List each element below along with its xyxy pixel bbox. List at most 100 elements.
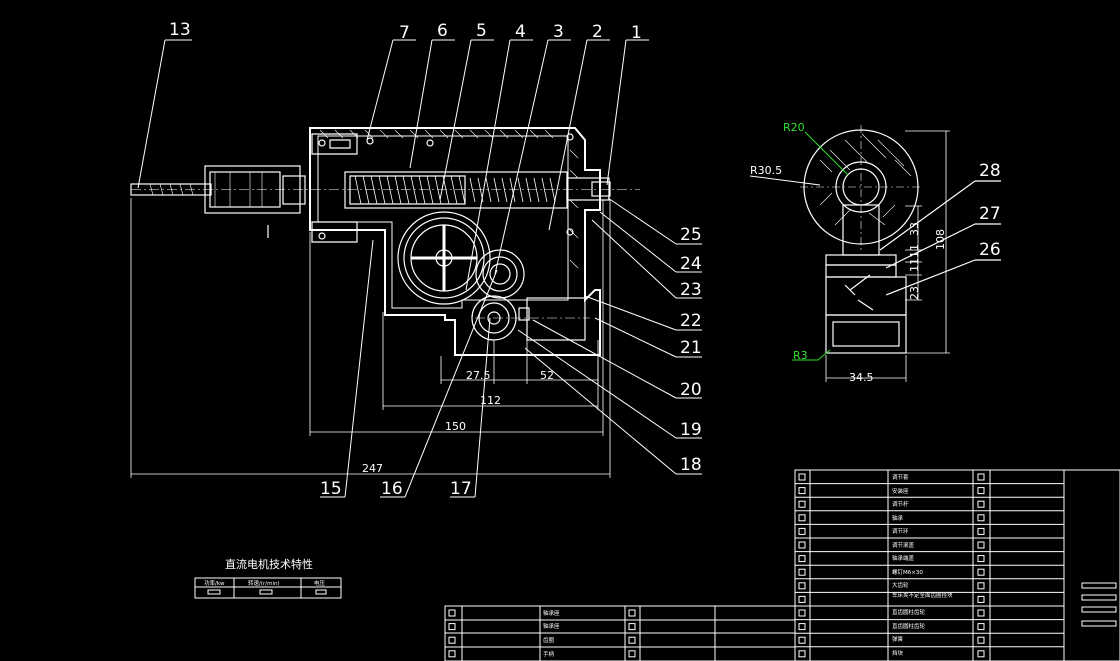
table-cell-mark <box>628 636 636 644</box>
leader-lines <box>137 39 702 498</box>
table-cell-mark <box>628 609 636 617</box>
table-cell-mark <box>977 636 985 644</box>
table-cell-mark <box>977 473 985 481</box>
table-cell-mark <box>798 541 806 549</box>
table-cell-mark <box>798 473 806 481</box>
part-row-6: 调节滚盖 <box>892 541 915 549</box>
bottom-row-4: 手柄 <box>543 650 555 658</box>
parts-list-right <box>794 469 1120 661</box>
parts-list-right-text: 调节套 安装座 调节杆 轴承 调节环 调节滚盖 轴承端盖 螺钉M6×30 大齿轮… <box>892 473 953 657</box>
dim-33: 33 <box>908 222 921 236</box>
table-cell-mark <box>977 623 985 631</box>
dim-11-b: 11 <box>908 258 921 272</box>
part-row-3: 调节杆 <box>892 500 909 508</box>
dim-150: 150 <box>445 420 466 433</box>
table-cell-mark <box>448 623 456 631</box>
table-cell-mark <box>448 636 456 644</box>
r30-leader <box>749 175 821 186</box>
radius-r20: R20 <box>783 121 805 134</box>
table-cell-mark <box>977 650 985 658</box>
table-cell-mark <box>448 650 456 658</box>
table-cell-mark <box>977 555 985 563</box>
dim-11-a: 11 <box>908 244 921 258</box>
table-cell-mark <box>798 487 806 495</box>
radius-r30-5: R30.5 <box>750 164 782 177</box>
table-cell-mark <box>798 582 806 590</box>
part-row-12: 直齿圆柱齿轮 <box>892 622 926 630</box>
part-row-13: 弹簧 <box>892 635 904 643</box>
motor-header-voltage: 电压 <box>314 579 326 587</box>
parts-list-bottom-text: 轴承座 轴承座 齿圈 手柄 <box>543 609 560 658</box>
callout-21: 21 <box>680 338 702 358</box>
callout-7: 7 <box>399 23 410 43</box>
callout-18: 18 <box>680 455 702 475</box>
callout-13: 13 <box>169 20 191 40</box>
table-cell-mark <box>798 636 806 644</box>
part-row-10: 车床夹不定全面齿圈挂块 <box>892 591 953 599</box>
callout-23: 23 <box>680 280 702 300</box>
screw-thread <box>354 175 556 205</box>
table-cell-mark <box>798 568 806 576</box>
table-cell-mark <box>977 595 985 603</box>
table-cell-mark <box>798 555 806 563</box>
callouts-right: 25 24 23 22 21 20 19 18 <box>680 225 702 475</box>
table-cell-mark <box>448 609 456 617</box>
dimension-lines <box>130 198 611 478</box>
dim-108: 108 <box>934 229 947 250</box>
parts-list-bottom <box>444 605 796 661</box>
callout-1: 1 <box>631 23 642 43</box>
motor-spec-table: 直流电机技术特性 功率/kw 转速/(r/min) 电压 <box>194 557 342 599</box>
part-row-14: 挡块 <box>892 649 904 657</box>
part-row-4: 轴承 <box>892 514 904 522</box>
table-cell-mark <box>977 514 985 522</box>
callout-27: 27 <box>979 204 1001 224</box>
side-view <box>800 125 1001 382</box>
motor-table-title: 直流电机技术特性 <box>225 557 313 571</box>
dim-34-5: 34.5 <box>849 371 874 384</box>
table-cell-mark <box>977 582 985 590</box>
table-cell-mark <box>628 650 636 658</box>
part-row-5: 调节环 <box>892 527 909 535</box>
table-cell-mark <box>798 514 806 522</box>
callout-20: 20 <box>680 380 702 400</box>
main-assembly <box>130 127 640 356</box>
callouts-top: 13 7 6 5 4 3 2 1 <box>169 20 642 43</box>
callout-4: 4 <box>515 22 526 42</box>
dim-247: 247 <box>362 462 383 475</box>
part-row-11: 直齿圆柱齿轮 <box>892 608 926 616</box>
dim-27-5: 27.5 <box>466 369 491 382</box>
callout-28: 28 <box>979 161 1001 181</box>
table-cell-mark <box>628 623 636 631</box>
title-block-marks <box>1081 582 1117 627</box>
table-cell-mark <box>977 500 985 508</box>
callout-15: 15 <box>320 479 342 499</box>
callout-19: 19 <box>680 420 702 440</box>
table-cell-mark <box>977 527 985 535</box>
table-cell-mark <box>798 609 806 617</box>
part-row-7: 轴承端盖 <box>892 554 915 562</box>
part-row-8: 螺钉M6×30 <box>892 568 923 576</box>
table-cell-mark <box>977 568 985 576</box>
callouts-bottom: 15 16 17 <box>320 479 472 499</box>
part-row-9: 大齿轮 <box>892 581 909 589</box>
right-table-marks <box>798 473 985 658</box>
dim-52: 52 <box>540 369 554 382</box>
motor-header-power: 功率/kw <box>204 579 225 587</box>
table-cell-mark <box>798 500 806 508</box>
radius-r3: R3 <box>793 349 808 362</box>
part-row-1: 调节套 <box>892 473 909 481</box>
callout-6: 6 <box>437 21 448 41</box>
callout-17: 17 <box>450 479 472 499</box>
callout-22: 22 <box>680 311 702 331</box>
callout-25: 25 <box>680 225 702 245</box>
bottom-row-3: 齿圈 <box>543 637 555 644</box>
table-cell-mark <box>798 595 806 603</box>
table-cell-mark <box>977 487 985 495</box>
dim-112: 112 <box>480 394 501 407</box>
callout-26: 26 <box>979 240 1001 260</box>
side-callouts: 28 27 26 R20 R30.5 R3 34.5 108 33 11 11 … <box>750 121 1001 384</box>
callout-24: 24 <box>680 254 702 274</box>
callout-2: 2 <box>592 22 603 42</box>
bottom-row-1: 轴承座 <box>543 609 560 617</box>
